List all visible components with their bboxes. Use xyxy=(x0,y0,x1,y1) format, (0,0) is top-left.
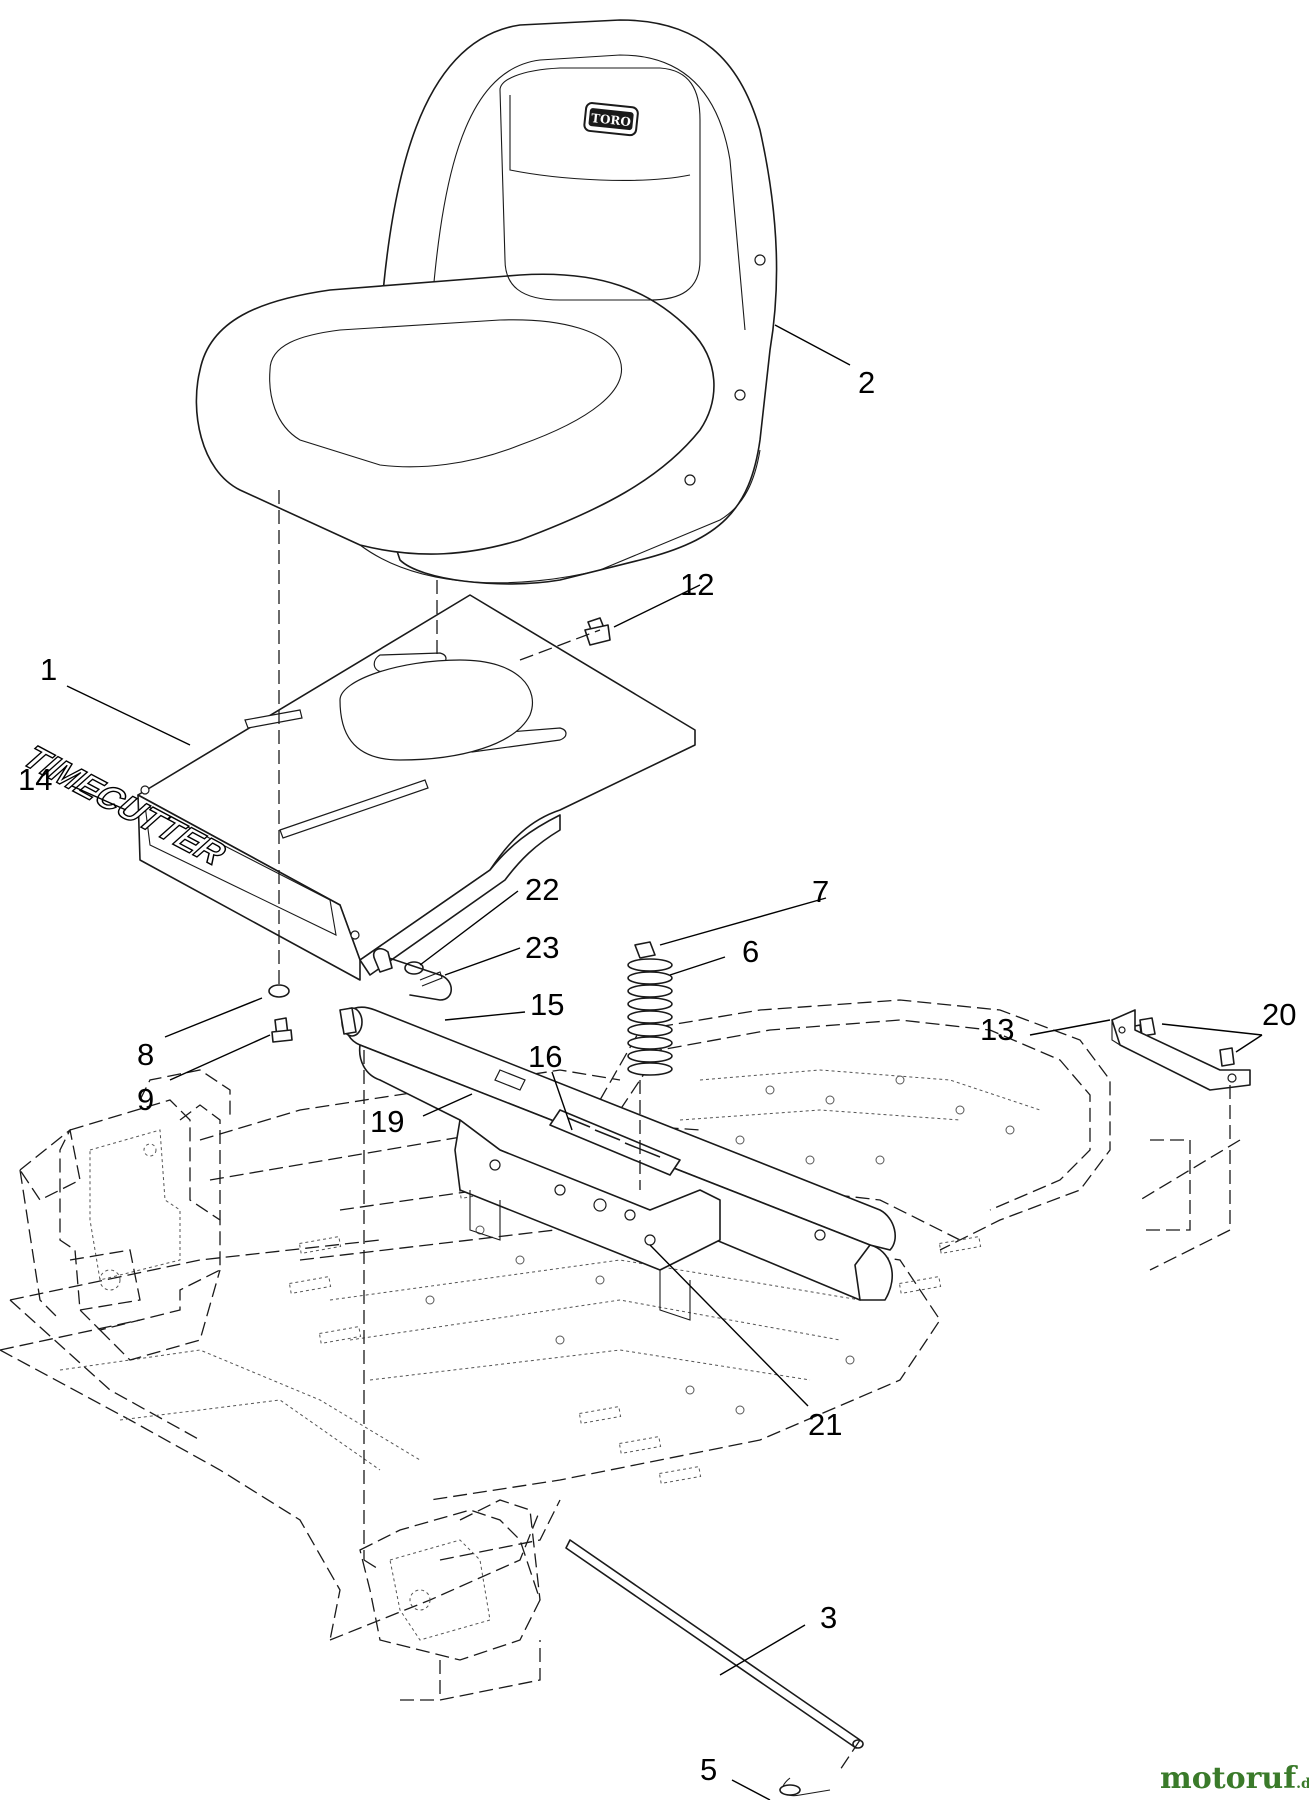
callout-5: 5 xyxy=(700,1752,717,1787)
callout-13: 13 xyxy=(980,1012,1014,1047)
callout-leaders xyxy=(66,324,1263,1800)
callout-7: 7 xyxy=(812,874,829,909)
seat-logo-text: TORO xyxy=(590,111,631,129)
callout-12: 12 xyxy=(680,567,714,602)
callout-20: 20 xyxy=(1262,997,1296,1032)
callout-23: 23 xyxy=(525,930,559,965)
seat-support-bar xyxy=(339,1006,896,1321)
callout-3: 3 xyxy=(820,1600,837,1635)
watermark-suffix: .de xyxy=(1296,1776,1309,1792)
callout-6: 6 xyxy=(742,934,759,969)
callout-14: 14 xyxy=(18,762,52,797)
watermark-logo: motoruf.de xyxy=(1160,1761,1309,1796)
mower-frame-phantom xyxy=(0,999,1231,1641)
spring xyxy=(627,958,673,1076)
callout-8: 8 xyxy=(137,1037,154,1072)
seat-logo-badge: TORO xyxy=(583,102,639,137)
seat: TORO xyxy=(195,19,778,585)
watermark-main: motoruf xyxy=(1160,1761,1298,1796)
callout-9: 9 xyxy=(137,1082,154,1117)
callout-19: 19 xyxy=(370,1104,404,1139)
seat-mounting-plate: TIMECUTTER xyxy=(15,594,696,981)
left-side-plates xyxy=(19,1069,541,1701)
callout-15: 15 xyxy=(530,987,564,1022)
callout-21: 21 xyxy=(808,1407,842,1442)
callout-22: 22 xyxy=(525,872,559,907)
seat-switch-bracket xyxy=(1111,1009,1251,1091)
pivot-rod xyxy=(565,1539,864,1797)
callout-16: 16 xyxy=(528,1039,562,1074)
callout-2: 2 xyxy=(858,365,875,400)
callout-1: 1 xyxy=(40,652,57,687)
assembly-centerlines xyxy=(278,490,1241,1771)
svg-text:motoruf.de: motoruf.de xyxy=(1160,1761,1309,1796)
callout-numbers: 1 2 3 5 6 7 8 9 12 13 14 15 16 19 20 21 … xyxy=(18,365,1296,1787)
